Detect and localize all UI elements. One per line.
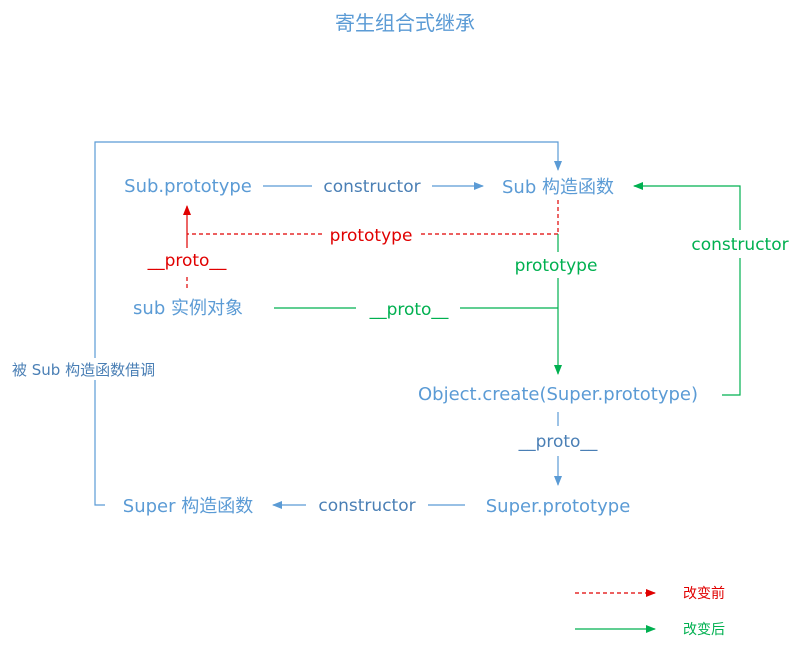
node-super-prototype: Super.prototype xyxy=(486,496,631,517)
edge-label-new-proto: __proto__ xyxy=(369,300,449,320)
edge-label-superproto-constructor: constructor xyxy=(318,496,415,516)
edge-label-new-prototype: prototype xyxy=(515,256,598,276)
legend-after-label: 改变后 xyxy=(683,622,725,638)
edge-label-new-constructor: constructor xyxy=(691,235,788,255)
diagram-title: 寄生组合式继承 xyxy=(335,11,475,35)
edge-label-sub-proto-constructor: constructor xyxy=(323,177,420,197)
edge-label-objcreate-proto: __proto__ xyxy=(518,432,598,452)
edge-label-old-prototype: prototype xyxy=(330,226,413,246)
legend-before-label: 改变前 xyxy=(683,585,725,602)
new-constructor-line-b xyxy=(633,182,741,230)
new-constructor-line-a xyxy=(722,258,741,396)
node-sub-constructor: Sub 构造函数 xyxy=(502,177,614,198)
node-super-constructor: Super 构造函数 xyxy=(123,496,253,517)
borrow-label-bg xyxy=(8,358,184,380)
node-sub-instance: sub 实例对象 xyxy=(133,298,243,319)
borrow-call-line xyxy=(94,141,562,506)
edge-label-old-proto: __proto__ xyxy=(147,251,227,271)
edge-label-borrow-call: 被 Sub 构造函数借调 xyxy=(12,361,155,379)
node-sub-prototype: Sub.prototype xyxy=(124,176,252,197)
node-object-create: Object.create(Super.prototype) xyxy=(418,384,698,405)
